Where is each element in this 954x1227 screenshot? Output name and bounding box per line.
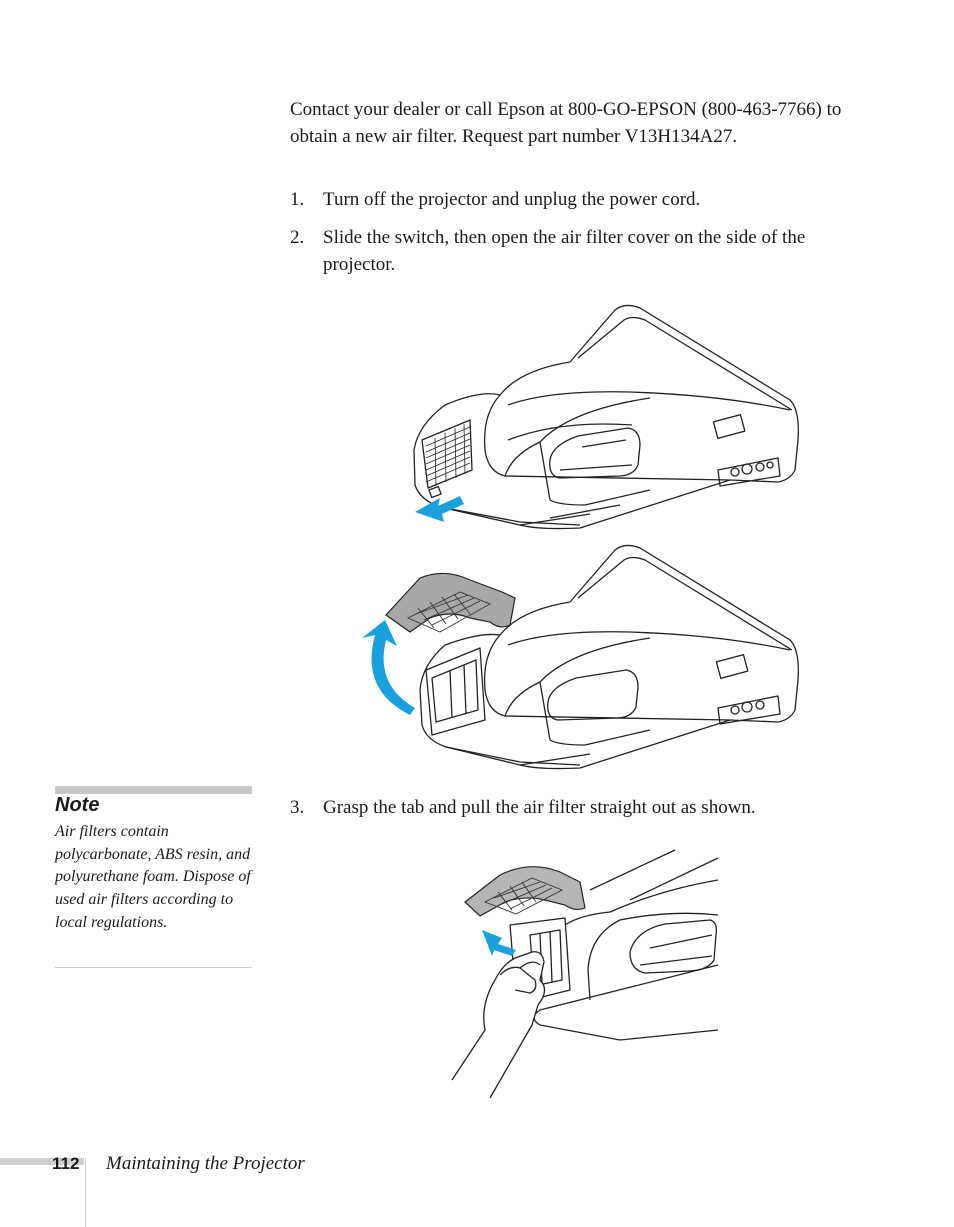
footer-bar [0,1158,84,1165]
chapter-title: Maintaining the Projector [106,1153,305,1174]
projector-slide-switch-illustration [413,304,799,530]
intro-paragraph: Contact your dealer or call Epson at 800… [290,99,842,147]
step-number: 1. [290,189,305,210]
step-text: Turn off the projector and unplug the po… [323,189,701,210]
note-bottom-rule [55,967,252,968]
page-number: 112 [52,1154,80,1173]
projector-cover-open-illustration [362,544,799,770]
footer-vertical-rule [85,1158,86,1227]
step-3: 3. Grasp the tab and pull the air filter… [290,794,850,821]
step-2: 2. Slide the switch, then open the air f… [290,224,850,278]
note-body: Air filters contain polycarbonate, ABS r… [55,823,251,931]
step-text: Slide the switch, then open the air filt… [323,227,806,275]
step-1: 1. Turn off the projector and unplug the… [290,186,850,213]
step-number: 3. [290,797,305,818]
note-title: Note [55,794,100,816]
step-text: Grasp the tab and pull the air filter st… [323,797,756,818]
air-filter-removal-illustration [451,849,719,1099]
step-number: 2. [290,227,305,248]
note-divider-bar [55,786,252,794]
